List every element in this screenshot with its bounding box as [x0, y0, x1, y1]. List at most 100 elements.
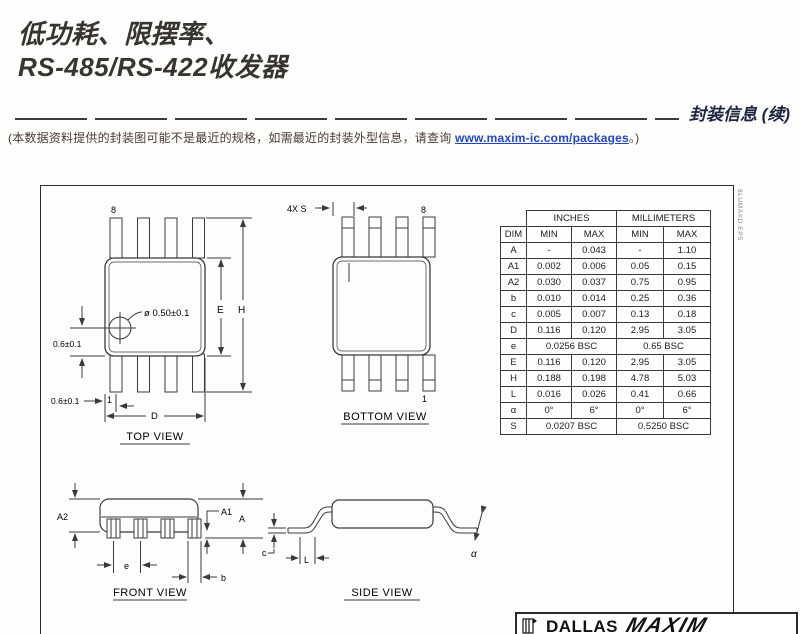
maxim-logo-text: MAXIM — [623, 614, 711, 634]
value-cell: 0.014 — [571, 290, 617, 307]
package-note: (本数据资料提供的封装图可能不是最近的规格，如需最近的封装外型信息，请查询 ww… — [8, 129, 728, 146]
value-cell: 6° — [662, 402, 712, 419]
value-cell: 5.03 — [662, 370, 712, 387]
table-row: c 0.005 0.007 0.13 0.18 — [500, 306, 712, 323]
value-cell-span: 0.5250 BSC — [615, 418, 712, 435]
value-cell: 0° — [526, 402, 572, 419]
col-header-in-min: MIN — [526, 226, 572, 243]
front-view-package-outline — [99, 498, 202, 539]
value-cell: 0.36 — [662, 290, 712, 307]
value-cell: 4.78 — [616, 370, 664, 387]
top-view-pin8-label: 8 — [111, 205, 116, 215]
value-cell: 0.18 — [662, 306, 712, 323]
value-cell: 0.75 — [616, 274, 664, 291]
front-view-dimension-lines — [69, 483, 263, 601]
table-column-header-row: DIM MIN MAX MIN MAX — [500, 226, 712, 243]
bottom-view-dimension-lines — [315, 202, 429, 425]
value-cell-span: 0.0207 BSC — [526, 418, 617, 435]
table-row: E 0.116 0.120 2.95 3.05 — [500, 354, 712, 371]
dim-cell: α — [500, 402, 527, 419]
value-cell: 0.010 — [526, 290, 572, 307]
value-cell: 0.25 — [616, 290, 664, 307]
side-view-dim-L-label: L — [304, 555, 309, 565]
value-cell: 0.188 — [526, 370, 572, 387]
value-cell: 0° — [616, 402, 664, 419]
section-header-row: 封装信息 (续) — [15, 100, 790, 125]
value-cell: 0.13 — [616, 306, 664, 323]
col-header-mm-max: MAX — [662, 226, 712, 243]
value-cell: 0.005 — [526, 306, 572, 323]
front-view-dim-A2-label: A2 — [57, 512, 68, 522]
dim-cell: A1 — [500, 258, 527, 275]
dim-cell: S — [500, 418, 527, 435]
table-row: D 0.116 0.120 2.95 3.05 — [500, 322, 712, 339]
value-cell: - — [526, 242, 572, 259]
top-view-dimension-lines — [70, 217, 252, 445]
front-view-dim-A1-label: A1 — [221, 507, 232, 517]
note-prefix: (本数据资料提供的封装图可能不是最近的规格，如需最近的封装外型信息，请查询 — [8, 131, 455, 145]
value-cell: 0.116 — [526, 354, 572, 371]
value-cell-span: 0.65 BSC — [615, 338, 712, 355]
table-row: S 0.0207 BSC 0.5250 BSC — [500, 418, 712, 435]
table-row: L 0.016 0.026 0.41 0.66 — [500, 386, 712, 403]
value-cell: 0.030 — [526, 274, 572, 291]
dimension-table: INCHES MILLIMETERS DIM MIN MAX MIN MAX A… — [500, 210, 712, 435]
eps-filename: 8LUMAXD.EPS — [736, 189, 743, 242]
top-view-drawing: 8 1 ø 0.50±0.1 0.6±0.1 0.6±0.1 D E H TOP… — [51, 205, 252, 445]
col-header-mm-min: MIN — [616, 226, 664, 243]
side-view-dim-alpha-label: α — [471, 549, 477, 560]
drawing-frame — [40, 185, 734, 634]
top-view-dim-E-label: E — [217, 305, 224, 316]
top-view-dim-H-label: H — [238, 305, 245, 316]
footer-logo-box: DALLAS MAXIM — [515, 612, 798, 634]
dim-cell: E — [500, 354, 527, 371]
front-view-dim-A-label: A — [239, 514, 245, 524]
col-header-dim: DIM — [500, 226, 527, 243]
group-header-inches: INCHES — [526, 210, 617, 227]
front-view-drawing: A2 A1 A e b FRONT VIEW — [57, 483, 263, 601]
col-header-in-max: MAX — [571, 226, 617, 243]
top-view-caption: TOP VIEW — [126, 431, 184, 443]
value-cell: 0.116 — [526, 322, 572, 339]
value-cell: 0.037 — [571, 274, 617, 291]
value-cell: 0.120 — [571, 322, 617, 339]
value-cell: 0.05 — [616, 258, 664, 275]
value-cell: 0.66 — [662, 386, 712, 403]
value-cell: 0.198 — [571, 370, 617, 387]
bottom-view-caption: BOTTOM VIEW — [343, 411, 427, 423]
table-row: A - 0.043 - 1.10 — [500, 242, 712, 259]
value-cell-span: 0.0256 BSC — [526, 338, 617, 355]
dim-cell: D — [500, 322, 527, 339]
dim-cell: e — [500, 338, 527, 355]
value-cell: 0.043 — [571, 242, 617, 259]
group-header-millimeters: MILLIMETERS — [615, 210, 712, 227]
front-view-caption: FRONT VIEW — [113, 587, 187, 599]
section-title: 封装信息 (续) — [688, 105, 790, 124]
table-row: α 0° 6° 0° 6° — [500, 402, 712, 419]
value-cell: 2.95 — [616, 322, 664, 339]
packages-link[interactable]: www.maxim-ic.com/packages — [454, 131, 629, 145]
bottom-view-dim-S-label: 4X S — [287, 204, 307, 214]
top-view-left-dim-label: 0.6±0.1 — [53, 339, 82, 349]
value-cell: - — [616, 242, 664, 259]
top-view-bottomleft-dim-label: 0.6±0.1 — [51, 396, 80, 406]
table-row: A2 0.030 0.037 0.75 0.95 — [500, 274, 712, 291]
top-view-dim-D-label: D — [151, 411, 158, 422]
value-cell: 2.95 — [616, 354, 664, 371]
top-view-pin1-label: 1 — [107, 395, 112, 405]
front-view-dim-e-label: e — [124, 561, 129, 571]
side-view-dim-c-label: c — [262, 548, 267, 558]
value-cell: 0.026 — [571, 386, 617, 403]
dim-cell: c — [500, 306, 527, 323]
value-cell: 0.002 — [526, 258, 572, 275]
dim-cell: b — [500, 290, 527, 307]
dim-cell: L — [500, 386, 527, 403]
value-cell: 0.95 — [662, 274, 712, 291]
table-group-header-row: INCHES MILLIMETERS — [501, 210, 712, 227]
page-title-line1: 低功耗、限摆率、 — [18, 19, 231, 49]
bottom-view-pin1-label: 1 — [422, 394, 427, 404]
dallas-logo-icon — [522, 618, 537, 634]
value-cell: 3.05 — [662, 354, 712, 371]
table-row: A1 0.002 0.006 0.05 0.15 — [500, 258, 712, 275]
